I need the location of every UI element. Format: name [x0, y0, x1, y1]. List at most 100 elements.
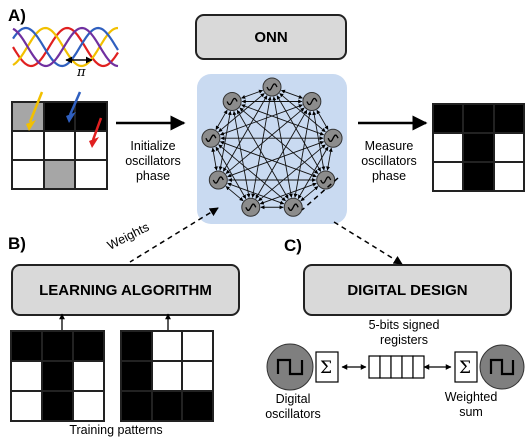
digital-design-box: DIGITAL DESIGN — [303, 264, 512, 316]
sigma-icon: Σ — [320, 358, 332, 378]
measure-caption-line: oscillators — [361, 154, 417, 168]
sum-block-left: Σ — [315, 351, 339, 383]
sine-wave-glyph — [320, 176, 332, 184]
grid-cell — [151, 391, 183, 421]
sine-wave-glyph — [226, 97, 238, 106]
sine-oscillator-icon — [222, 92, 242, 112]
register-bit — [390, 355, 403, 379]
learning-algorithm-box: LEARNING ALGORITHM — [11, 264, 240, 316]
registers-label-line: 5-bits signed — [368, 318, 440, 332]
grid-cell — [493, 162, 524, 191]
square-wave-icon — [276, 358, 304, 376]
grid-cell — [12, 160, 44, 189]
sine-wave-glyph — [287, 203, 299, 211]
grid-cell — [73, 331, 104, 361]
grid-cell — [75, 102, 107, 131]
training-patterns-label: Training patterns — [69, 423, 163, 437]
measure-caption-line: phase — [371, 169, 407, 183]
phase-symbol: π — [76, 65, 86, 80]
sine-oscillator-icon — [201, 128, 221, 148]
digital-link-upper — [301, 177, 339, 211]
grid-cell — [42, 361, 73, 391]
grid-cell — [463, 133, 494, 162]
registers-label: 5-bits signed registers — [345, 318, 463, 348]
onn-connection — [239, 107, 319, 174]
sine-oscillator-icon — [316, 170, 336, 190]
learning-algorithm-title: LEARNING ALGORITHM — [39, 281, 212, 299]
output-pattern-grid — [432, 103, 525, 192]
grid-cell — [43, 160, 76, 189]
sine-oscillator-icon — [208, 170, 228, 190]
grid-cell — [11, 331, 42, 361]
grid-cell — [43, 102, 76, 131]
grid-cell — [463, 104, 494, 133]
onn-connection — [211, 147, 218, 171]
waveform-line — [12, 26, 119, 68]
digital-oscillator-right — [479, 344, 525, 390]
initialize-caption: Initialize oscillators phase — [112, 139, 194, 184]
grid-cell — [12, 131, 44, 160]
register-bit — [368, 355, 381, 379]
grid-cell — [151, 331, 183, 361]
square-wave-icon — [489, 358, 515, 376]
grid-cell — [433, 104, 464, 133]
measure-caption: Measure oscillators phase — [348, 139, 430, 184]
sine-wave-glyph — [327, 134, 339, 142]
grid-cell — [73, 361, 104, 391]
phase-difference-marker: π — [65, 56, 93, 80]
grid-cell — [75, 160, 107, 189]
digital-oscillators-label-line: oscillators — [265, 407, 321, 421]
initialize-caption-line: Initialize — [130, 139, 176, 153]
grid-cell — [42, 331, 73, 361]
grid-cell — [433, 162, 464, 191]
sine-wave-glyph — [205, 134, 217, 142]
grid-cell — [433, 133, 464, 162]
initialize-caption-line: oscillators — [125, 154, 181, 168]
sine-oscillator-icon — [241, 197, 261, 217]
digital-oscillator-left — [266, 343, 314, 391]
grid-cell — [43, 131, 76, 160]
sine-oscillator-icon — [283, 197, 303, 217]
grid-cell — [493, 104, 524, 133]
grid-cell — [493, 133, 524, 162]
onn-connection — [225, 107, 305, 174]
waveform-line — [12, 26, 119, 68]
onn-connection — [241, 89, 263, 99]
phase-arrows — [26, 91, 103, 148]
onn-oscillator-nodes — [201, 77, 343, 217]
sine-wave-glyph — [266, 83, 278, 91]
grid-cell — [11, 361, 42, 391]
grid-cell — [73, 391, 104, 421]
grid-cell — [151, 361, 183, 391]
grid-cell — [121, 391, 152, 421]
onn-connection — [316, 109, 329, 130]
grid-cell — [182, 361, 213, 391]
onn-connection — [326, 147, 333, 171]
grid-cell — [463, 162, 494, 191]
training-pattern-l — [120, 330, 214, 422]
register-bit — [401, 355, 414, 379]
panel-label-a: A) — [8, 6, 26, 25]
grid-cell — [182, 391, 213, 421]
weights-label: Weights — [105, 220, 151, 253]
grid-cell — [42, 391, 73, 421]
waveform-line — [12, 26, 119, 68]
sine-oscillator-icon — [323, 128, 343, 148]
onn-connection — [281, 89, 303, 99]
onn-title: ONN — [254, 28, 288, 46]
digital-design-title: DIGITAL DESIGN — [347, 281, 468, 299]
training-pattern-t — [10, 330, 105, 422]
oscillator-waveforms — [12, 26, 119, 68]
initialize-caption-line: phase — [135, 169, 171, 183]
digital-oscillators-label-line: Digital — [275, 392, 311, 406]
sine-oscillator-icon — [302, 92, 322, 112]
grid-cell — [121, 361, 152, 391]
onn-connection — [232, 110, 251, 198]
grid-cell — [121, 331, 152, 361]
sum-block-right: Σ — [454, 351, 478, 383]
panel-label-c: C) — [284, 236, 302, 255]
sine-wave-glyph — [306, 97, 318, 106]
weighted-sum-label-line: sum — [459, 405, 483, 419]
grid-cell — [11, 391, 42, 421]
